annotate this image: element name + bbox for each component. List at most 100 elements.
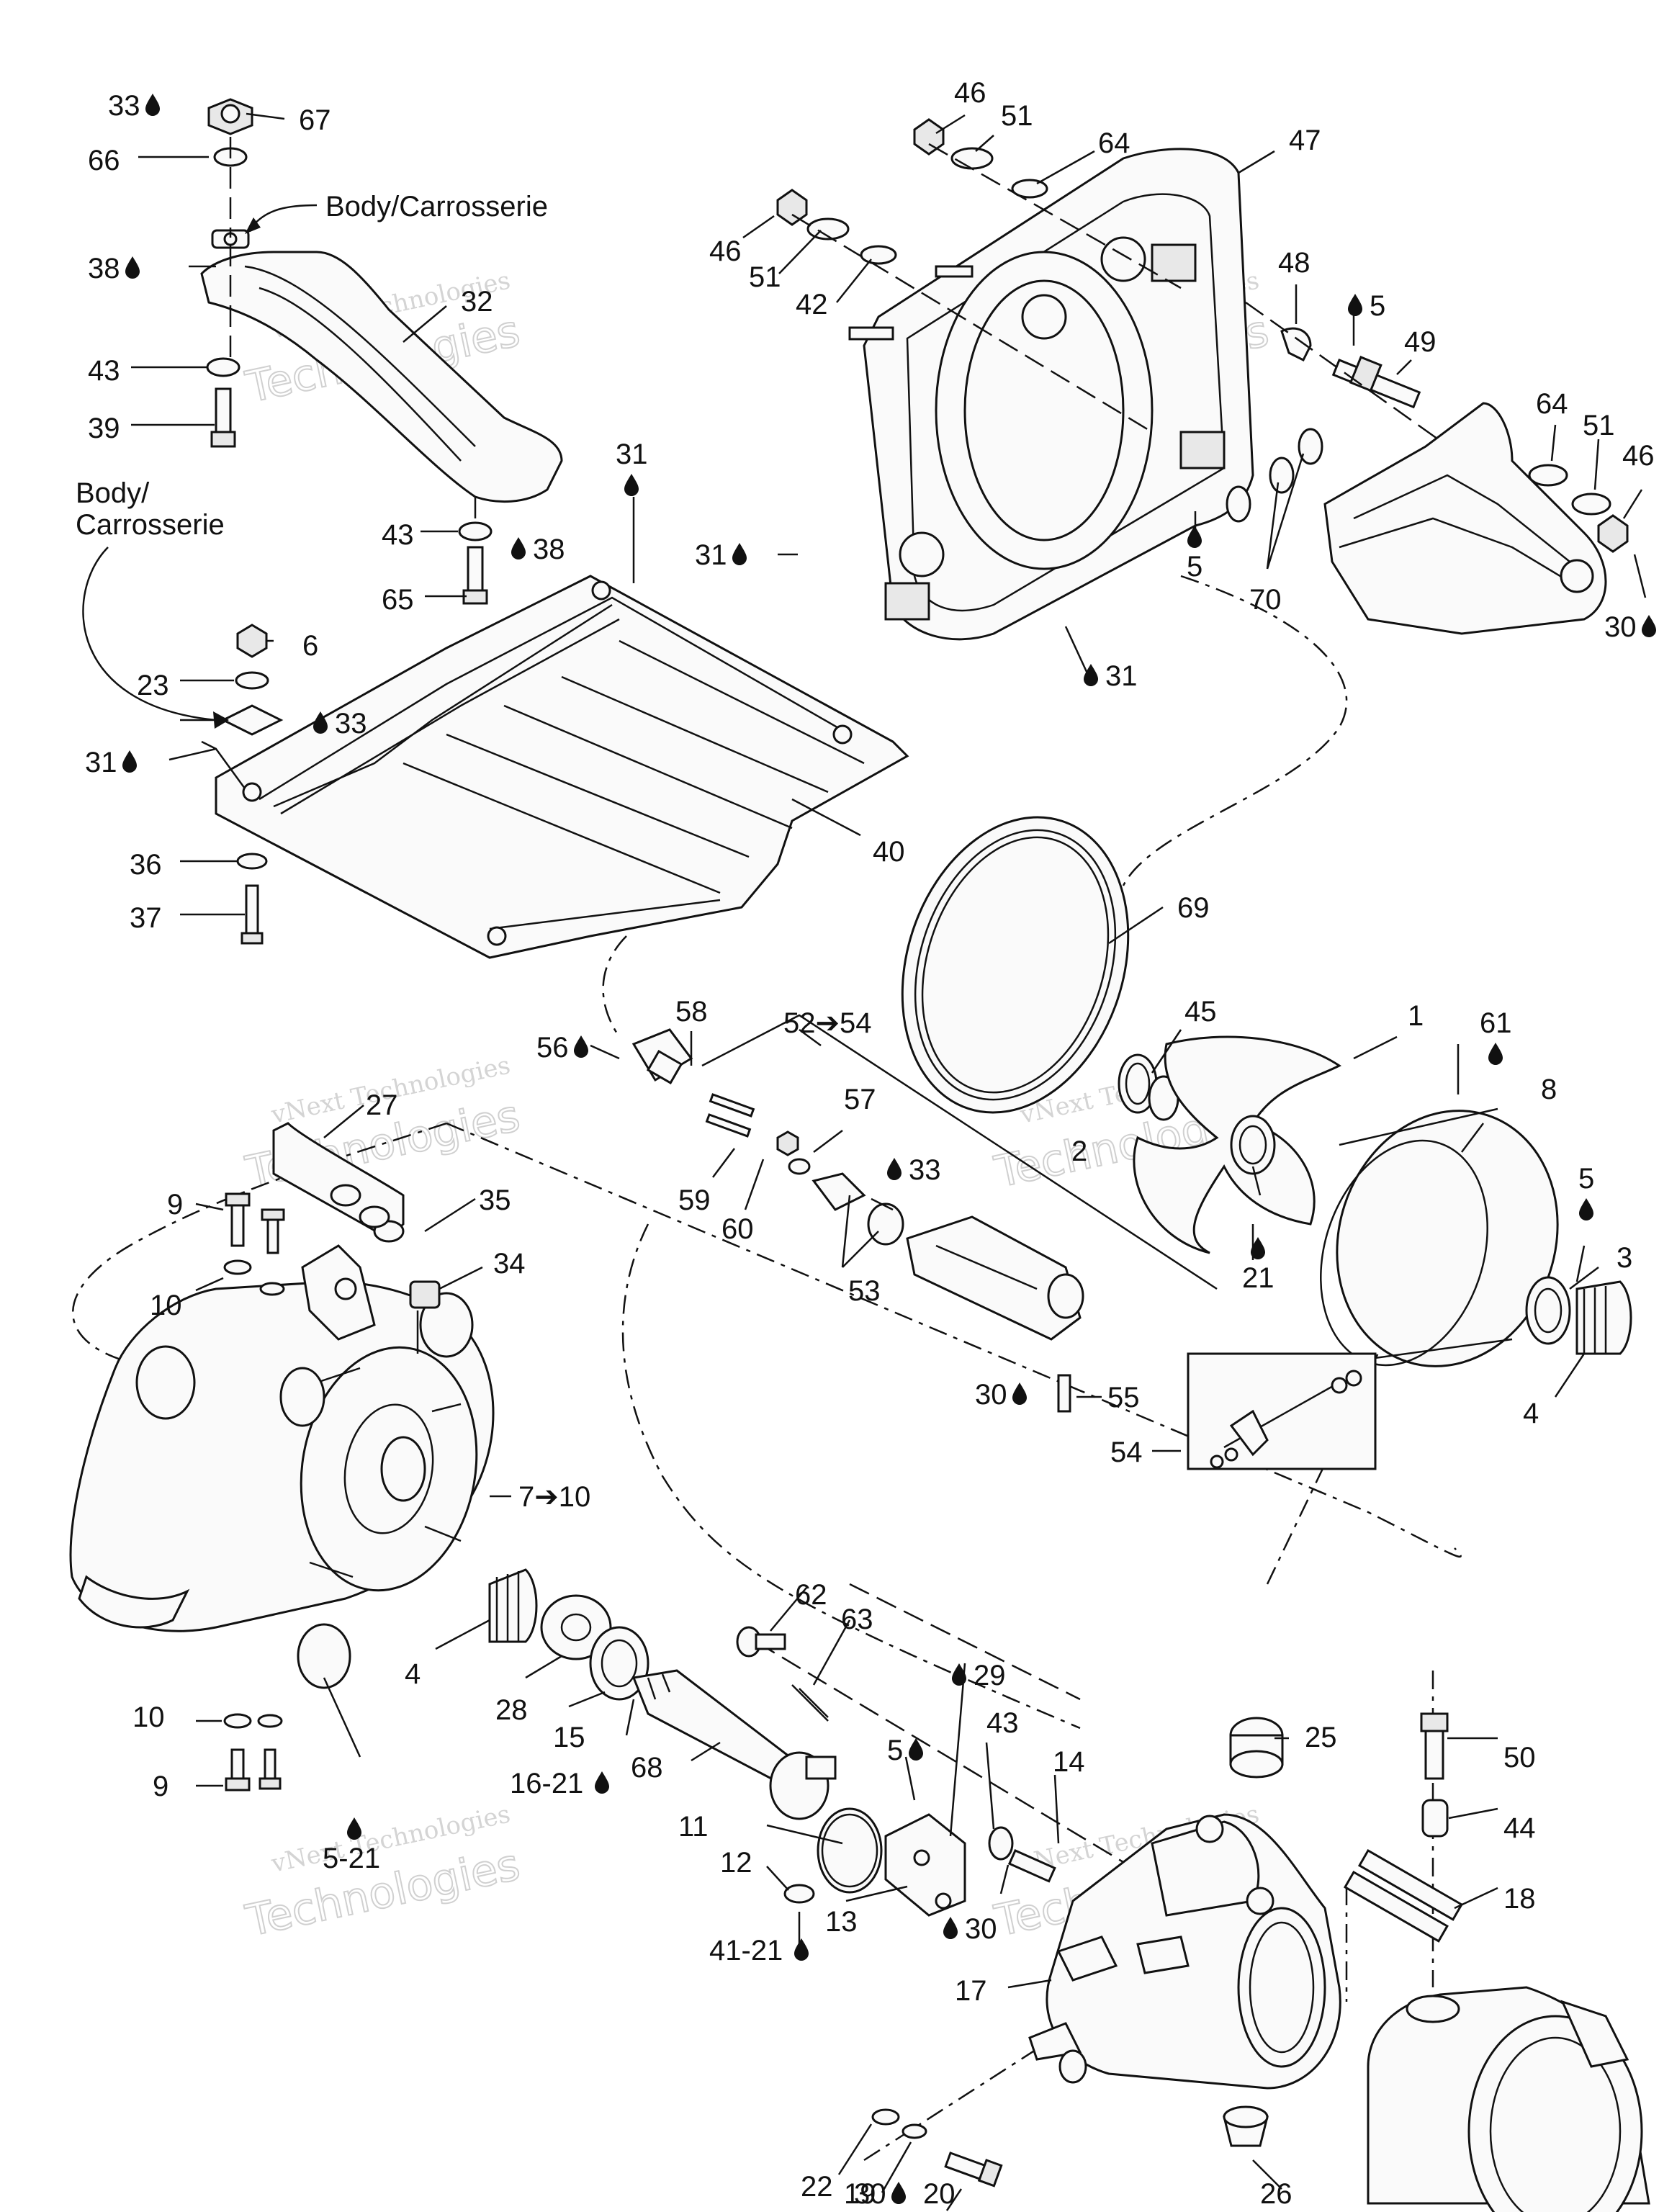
callout-c12: 12	[720, 1847, 752, 1879]
grease-drop-icon	[1642, 615, 1656, 637]
impeller-1	[1133, 1035, 1341, 1254]
callout-c4b: 4	[405, 1658, 421, 1690]
grease-drop-icon	[794, 1938, 809, 1961]
callout-number: 30	[1604, 611, 1637, 643]
callout-number: 39	[88, 413, 120, 444]
callout-number: 40	[873, 836, 905, 868]
callout-number: 29	[974, 1660, 1006, 1691]
callout-c53: 53	[848, 1275, 881, 1307]
steering-group	[631, 1014, 1377, 1470]
callout-c57: 57	[844, 1084, 876, 1115]
callout-c9b: 9	[153, 1771, 168, 1802]
callout-number: 62	[795, 1579, 827, 1611]
callout-number: 15	[553, 1722, 585, 1753]
callout-c50: 50	[1503, 1742, 1536, 1773]
housing-hardware	[776, 118, 1421, 523]
callout-number: 53	[848, 1275, 881, 1307]
callout-number: 42	[796, 289, 828, 320]
steering-nozzle	[1367, 1986, 1650, 2212]
grease-drop-icon	[122, 750, 137, 773]
callout-number: 33	[108, 90, 140, 122]
callout-number: 63	[841, 1604, 873, 1635]
callout-c65: 65	[382, 584, 414, 616]
callout-c33b: 33	[313, 708, 367, 739]
callout-number: 31	[616, 439, 648, 470]
callout-number: 44	[1503, 1812, 1536, 1844]
callout-c5254: 52➔54	[783, 1007, 872, 1039]
callout-number: 51	[749, 261, 781, 293]
callout-number: 45	[1184, 996, 1217, 1028]
callout-c49: 49	[1404, 326, 1437, 358]
callout-c36: 36	[130, 849, 162, 881]
callout-number: 35	[479, 1184, 511, 1216]
grease-drop-icon	[145, 94, 160, 116]
callout-c5d: 5	[887, 1735, 923, 1766]
callout-number: 46	[1622, 440, 1655, 472]
callout-c67: 67	[299, 104, 331, 136]
callout-c48: 48	[1278, 247, 1310, 279]
callout-number: 4	[405, 1658, 421, 1690]
callout-number: 54	[1110, 1437, 1143, 1468]
callout-c32: 32	[461, 286, 493, 318]
callout-c60: 60	[721, 1213, 754, 1245]
callout-c10b: 10	[132, 1701, 165, 1733]
callout-number: 33	[909, 1154, 941, 1186]
callout-c25: 25	[1305, 1722, 1337, 1753]
callout-number: 5-21	[323, 1843, 380, 1874]
callout-number: 55	[1107, 1382, 1140, 1413]
callout-number: 18	[1503, 1883, 1536, 1915]
callout-c30b: 30	[975, 1379, 1027, 1411]
callout-c38a: 38	[88, 253, 140, 284]
callout-c34: 34	[493, 1248, 526, 1280]
grease-drop-icon	[1579, 1198, 1593, 1220]
bottom-hardware	[871, 2108, 1003, 2188]
bracket-32	[200, 229, 563, 503]
skid-plate-40	[215, 575, 909, 959]
callout-number: 14	[1053, 1746, 1085, 1778]
callout-number: 68	[631, 1752, 663, 1784]
callout-c30a: 30	[1604, 611, 1656, 643]
callout-number: 51	[1001, 100, 1033, 132]
callout-c62: 62	[795, 1579, 827, 1611]
callout-c46a: 46	[954, 77, 986, 109]
callout-c51b: 51	[749, 261, 781, 293]
callout-c51c: 51	[1583, 410, 1615, 441]
callout-c8: 8	[1541, 1074, 1557, 1105]
callout-c47: 47	[1289, 125, 1321, 156]
callout-c521: 5-21	[323, 1817, 380, 1874]
callout-c59: 59	[678, 1184, 711, 1216]
callout-c58: 58	[675, 996, 708, 1028]
callout-number: 38	[88, 253, 120, 284]
callout-number: 11	[678, 1811, 709, 1843]
callout-c29: 29	[952, 1660, 1006, 1691]
callout-number: 9	[167, 1189, 183, 1220]
callout-c18: 18	[1503, 1883, 1536, 1915]
callout-number: 30	[965, 1913, 997, 1945]
callout-c42: 42	[796, 289, 828, 320]
callout-number: 34	[493, 1248, 526, 1280]
note-body-left-1: Body/	[76, 477, 150, 509]
callout-c23: 23	[137, 670, 169, 701]
callout-number: 4	[1523, 1398, 1539, 1429]
callout-number: 59	[678, 1184, 711, 1216]
grease-drop-icon	[891, 2182, 906, 2204]
callout-c45: 45	[1184, 996, 1217, 1028]
callout-c69: 69	[1177, 892, 1210, 924]
callout-c63: 63	[841, 1604, 873, 1635]
callout-number: 31	[695, 539, 727, 571]
notes: Body/Carrosserie Body/ Carrosserie	[76, 191, 548, 729]
callout-c38b: 38	[511, 534, 565, 565]
callout-number: 38	[533, 534, 565, 565]
callout-number: 33	[335, 708, 367, 739]
callout-number: 20	[923, 2178, 956, 2210]
callout-c61: 61	[1480, 1007, 1512, 1065]
callout-c5b: 5	[1187, 526, 1202, 583]
callout-number: 5	[1370, 290, 1385, 322]
callout-number: 49	[1404, 326, 1437, 358]
callout-c14: 14	[1053, 1746, 1085, 1778]
note-body-left-2: Carrosserie	[76, 509, 225, 541]
callout-c33a: 33	[108, 90, 160, 122]
callout-number: 52➔54	[783, 1007, 872, 1039]
